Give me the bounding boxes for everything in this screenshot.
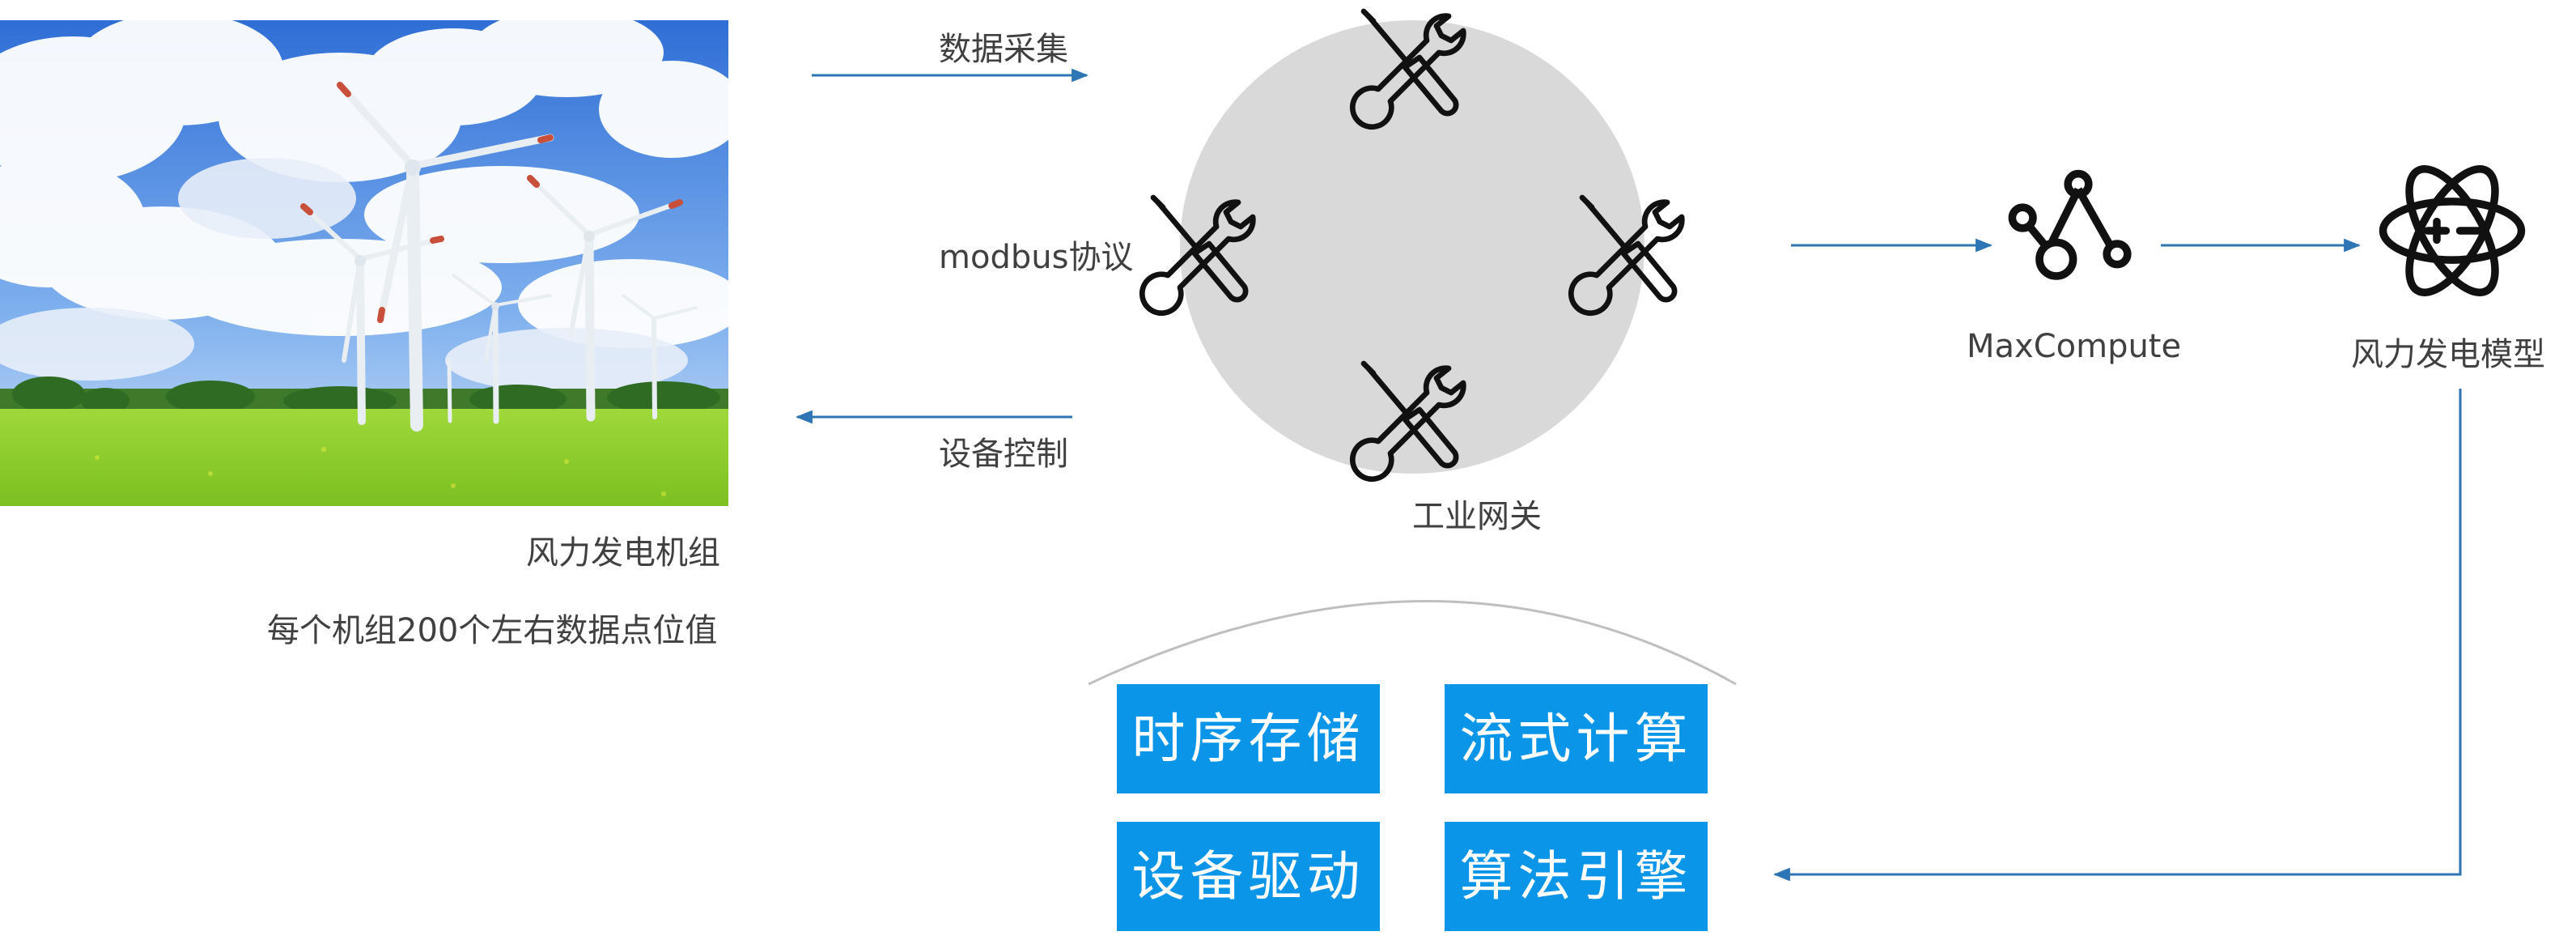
- atom-icon: [2379, 165, 2526, 296]
- wrench-screwdriver-icon: [1568, 194, 1685, 317]
- wind-turbine-photo: [0, 8, 745, 506]
- maxcompute-label: MaxCompute: [1967, 328, 2182, 365]
- model-label: 风力发电模型: [2351, 336, 2545, 373]
- protocol-label: modbus协议: [939, 239, 1134, 276]
- capability-tile-device-driver: 设备驱动: [1117, 822, 1380, 931]
- gateway-circle: [1180, 20, 1644, 474]
- capability-tile-stream-computing: 流式计算: [1445, 684, 1708, 793]
- turbine-note: 每个机组200个左右数据点位值: [267, 612, 718, 649]
- graph-nodes-icon: [2008, 169, 2132, 280]
- wrench-screwdriver-icon: [1139, 194, 1256, 317]
- control-label: 设备控制: [939, 436, 1068, 473]
- collect-label: 数据采集: [939, 31, 1068, 68]
- turbine-caption: 风力发电机组: [526, 534, 720, 572]
- capabilities-arc: [1088, 600, 1737, 686]
- capability-tile-timeseries-storage: 时序存储: [1117, 684, 1380, 793]
- gateway-label: 工业网关: [1412, 498, 1542, 535]
- model-to-capabilities-arrow: [1772, 389, 2462, 882]
- wrench-screwdriver-icon: [1349, 360, 1466, 483]
- capability-tile-algorithm-engine: 算法引擎: [1445, 822, 1708, 931]
- wrench-screwdriver-icon: [1349, 8, 1466, 130]
